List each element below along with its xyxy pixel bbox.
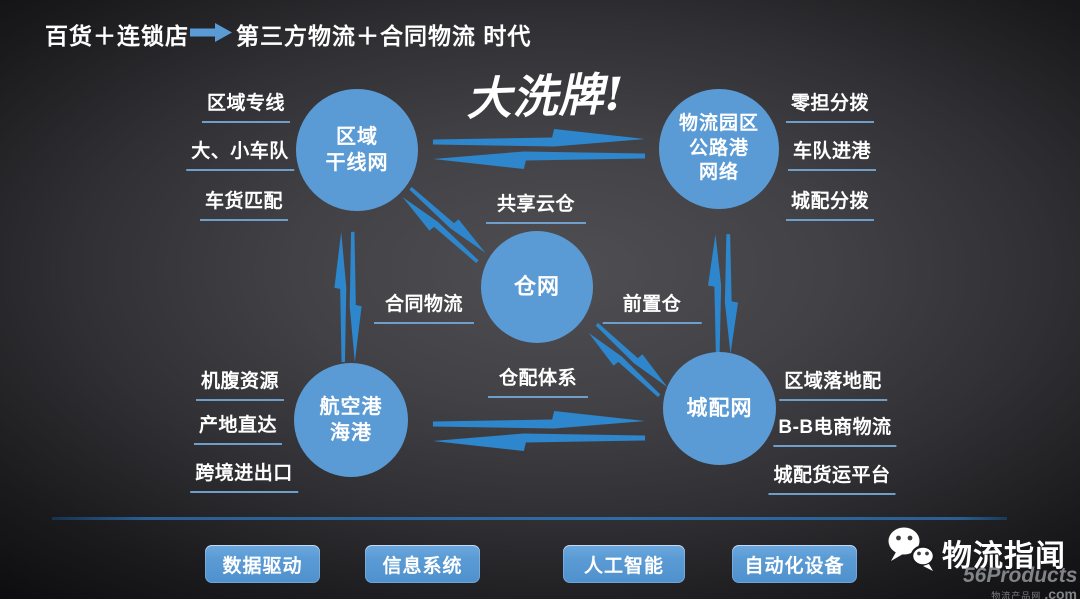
header-left-text: 百货＋连锁店 [45,23,189,49]
hub-regional-trunk: 区域 干线网 [296,89,418,211]
label-top-left-2: 大、小车队 [186,136,294,171]
label-top-right-3: 城配分拨 [785,186,875,221]
header-arrow-icon [190,23,232,42]
arrow-pair-diagonal-upper [402,187,486,263]
wechat-icon [888,527,936,571]
hub-air-sea-port: 航空港 海港 [294,363,408,477]
label-bottom-left-3: 跨境进出口 [190,458,298,493]
hub-warehouse-net: 仓网 [481,231,593,343]
label-top-left-1: 区域专线 [201,88,291,123]
label-center-top: 共享云仓 [485,189,587,224]
label-top-right-1: 零担分拨 [785,88,875,123]
label-bottom-right-2: B-B电商物流 [773,412,897,447]
hub-logistics-park: 物流园区 公路港 网络 [659,89,779,209]
label-center-right: 前置仓 [602,289,702,324]
button-ai: 人工智能 [563,545,685,583]
button-automation: 自动化设备 [732,545,857,583]
button-info-system: 信息系统 [365,545,480,583]
label-bottom-right-3: 城配货运平台 [768,460,896,495]
arrow-pair-top-horizontal [432,129,646,169]
header-right-text: 第三方物流＋合同物流 时代 [236,23,532,49]
brand-name: 物流指闻 [942,540,1066,573]
label-bottom-left-2: 产地直达 [193,410,283,445]
label-center-left: 合同物流 [373,289,475,324]
watermark-line2: 物流产品网 .com [963,586,1077,599]
label-top-left-3: 车货匹配 [199,186,289,221]
arrow-pair-diagonal-lower [588,322,668,398]
footer-divider [52,517,1007,520]
label-bottom-right-1: 区域落地配 [779,366,887,401]
label-top-right-2: 车队进港 [787,136,877,171]
label-bottom-left-1: 机腹资源 [195,366,285,401]
watermark-subtext: 物流产品网 [991,591,1042,599]
arrow-pair-bottom-horizontal [432,411,646,451]
label-center-bottom: 仓配体系 [487,363,589,398]
watermark: 56Products 物流产品网 .com [963,565,1077,599]
watermark-logo: 56Products [963,564,1078,587]
arrow-pair-left-vertical [334,231,362,363]
watermark-com: .com [1044,586,1077,599]
hub-city-dist-net: 城配网 [663,352,776,465]
arrow-pair-right-vertical [708,234,738,354]
button-data-driven: 数据驱动 [205,545,320,583]
